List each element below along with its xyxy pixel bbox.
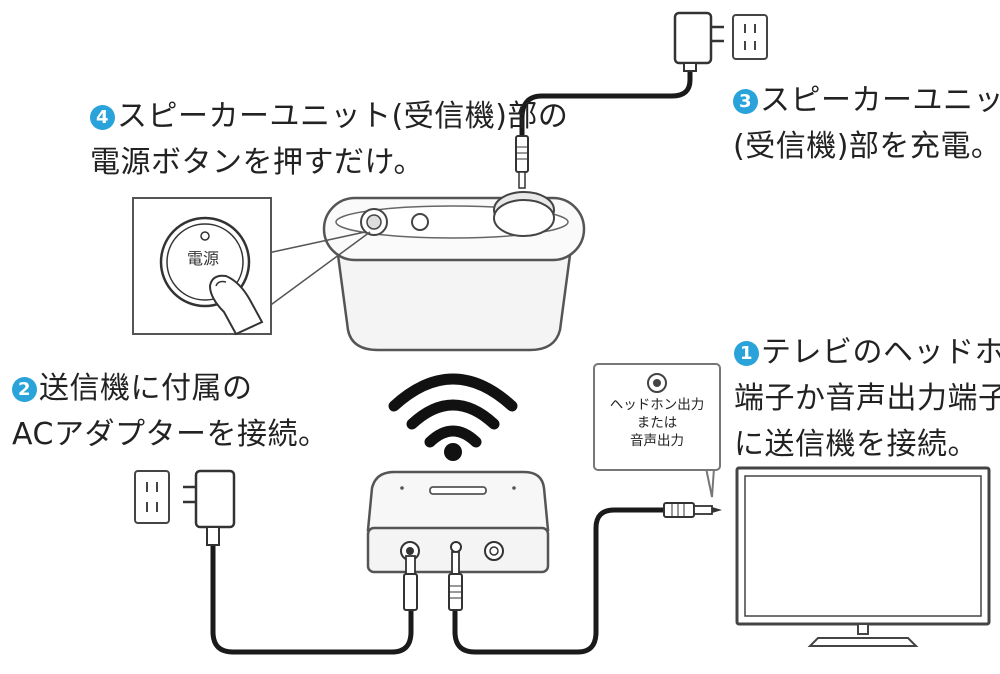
step-1-line1: テレビのヘッドホン: [761, 335, 1000, 370]
speaker-receiver-unit: [322, 191, 586, 352]
step-1-line2: 端子か音声出力端子: [734, 381, 1000, 416]
television: [735, 466, 991, 647]
step-3-line1: スピーカーユニット: [760, 83, 1000, 118]
callout-pointer: [705, 467, 715, 498]
cables: [210, 65, 693, 655]
callout-line2: または: [636, 415, 678, 431]
step-4-badge: 4: [90, 105, 115, 130]
top-wall-outlet: [732, 14, 768, 60]
step-4-line2: 電源ボタンを押すだけ。: [90, 145, 424, 180]
step-1-line3: に送信機を接続。: [734, 427, 978, 462]
adapter-cable-left: [210, 542, 414, 655]
tv-audio-plug: [663, 502, 722, 518]
headphone-output-callout: ヘッドホン出力 または 音声出力: [593, 363, 721, 471]
receiver-charge-cable: [519, 65, 693, 146]
headphone-jack-icon: [647, 373, 667, 393]
step-2-badge: 2: [12, 377, 37, 402]
top-ac-adapter: [673, 11, 724, 72]
transmitter-plugs: [403, 551, 463, 611]
callout-line1: ヘッドホン出力: [609, 397, 705, 413]
receiver-plug: [515, 135, 529, 189]
step-1-text: 1テレビのヘッドホン 端子か音声出力端子 に送信機を接続。: [734, 330, 1000, 468]
step-1-badge: 1: [734, 341, 759, 366]
step-2-line1: 送信機に付属の: [39, 371, 253, 406]
step-3-badge: 3: [733, 89, 758, 114]
power-button-label: 電源: [187, 249, 220, 268]
left-wall-outlet: [134, 470, 170, 524]
callout-line3: 音声出力: [630, 433, 684, 449]
left-ac-adapter: [183, 469, 236, 546]
step-3-text: 3スピーカーユニット (受信機)部を充電。: [733, 78, 1000, 170]
step-4-line1: スピーカーユニット(受信機)部の: [117, 99, 569, 134]
tv-audio-cable: [452, 507, 669, 655]
wireless-signal-icon: [388, 373, 518, 461]
step-3-line2: (受信機)部を充電。: [733, 129, 1000, 164]
step-2-line2: ACアダプターを接続。: [12, 417, 329, 452]
power-button-zoom: [132, 197, 371, 336]
